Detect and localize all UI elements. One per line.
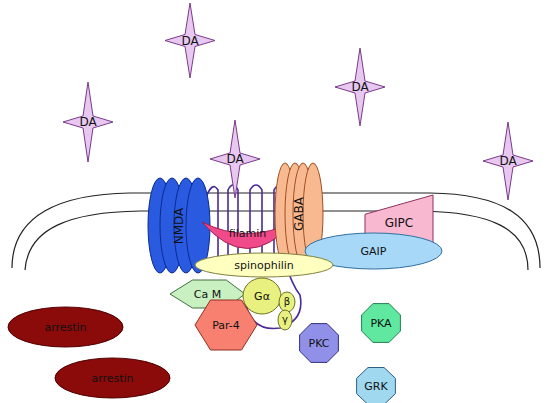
nmda-receptor: NMDA [148,178,210,273]
node-label: DA [79,116,96,128]
node-label: Par-4 [212,320,240,331]
node-label: DA [181,35,198,47]
node-label: filamin [229,228,266,239]
arrestin-protein: arrestin [8,307,123,347]
node-label: DA [351,81,368,93]
ligand-star: DA [335,48,385,126]
ligand-star: DA [483,122,533,200]
node-label: GABA [293,197,305,231]
node-label: arrestin [44,322,86,333]
node-label: PKA [370,318,391,329]
node-label: PKC [309,338,330,349]
node-label: Gα [254,291,270,302]
pka-kinase: PKA [360,302,402,344]
node-label: GAIP [361,246,387,257]
node-label: DA [226,153,243,165]
pkc-kinase: PKC [298,322,340,364]
node-label: Ca M [194,289,221,300]
ligand-star: DA [210,120,260,198]
g-alpha-subunit: Gα [243,278,281,314]
node-label: γ [282,315,288,325]
node-label: DA [499,155,516,167]
g-gamma-subunit: γ [278,310,292,330]
node-label: β [284,297,290,307]
node-label: spinophilin [234,260,294,271]
node-label: GRK [364,381,387,392]
par4-protein: Par-4 [195,300,257,350]
grk-kinase: GRK [355,366,397,403]
node-label: GIPC [385,217,413,229]
node-label: arrestin [91,373,133,384]
arrestin-protein: arrestin [55,358,170,398]
spinophilin-protein: spinophilin [195,253,333,277]
ligand-star: DA [63,82,113,162]
ligand-star: DA [165,3,215,78]
g-beta-subunit: β [279,292,295,312]
node-label: NMDA [173,207,185,244]
